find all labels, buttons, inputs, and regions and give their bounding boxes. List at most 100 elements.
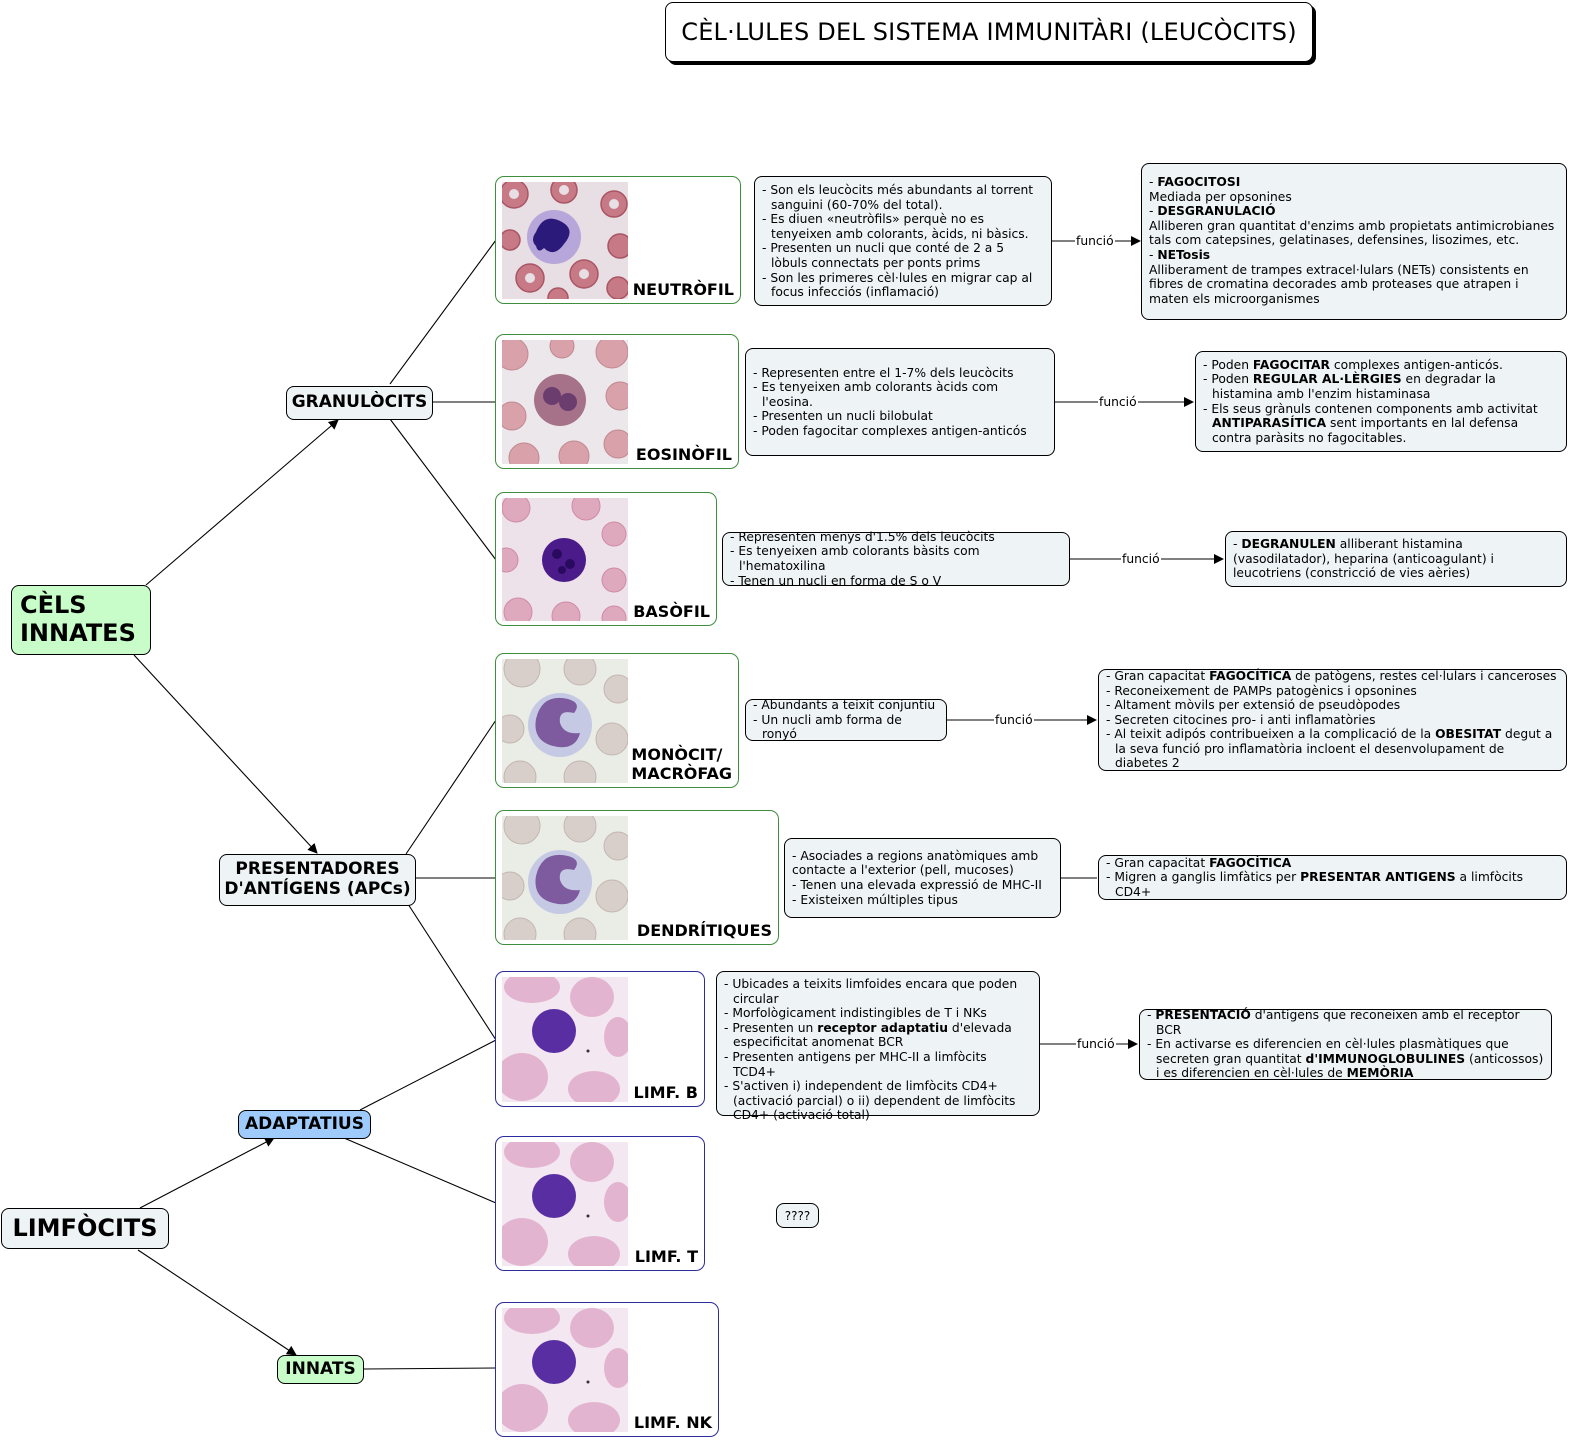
desc-line: - Existeixen múltiples tipus: [792, 892, 958, 907]
text-bold: PRESENTACIÓ: [1155, 1008, 1251, 1023]
desc-line: - Es tenyeixen amb colorants àcids com l…: [753, 380, 999, 409]
desc-line: - Presenten un receptor adaptatiu d'elev…: [724, 1021, 1032, 1050]
eosinophil-card[interactable]: EOSINÒFIL: [495, 334, 739, 469]
connector-label: funció: [1076, 1037, 1116, 1051]
text-bold: MEMÒRIA: [1346, 1066, 1414, 1081]
func-line: - Migren a ganglis limfàtics per PRESENT…: [1106, 870, 1559, 899]
func-line: - DESGRANULACIÓ: [1149, 204, 1276, 219]
neutrophil-image: [502, 182, 628, 299]
dendritic-image: [502, 816, 628, 940]
text-bold: FAGOCITOSI: [1157, 175, 1241, 189]
diagram-title: CÈL·LULES DEL SISTEMA IMMUNITÀRI (LEUCÒC…: [665, 2, 1313, 62]
desc-line: - S'activen i) independent de limfòcits …: [724, 1079, 1016, 1123]
edge-lymph-adaptive: [139, 1137, 275, 1209]
neutrophil-description: - Son els leucòcits més abundants al tor…: [754, 176, 1052, 306]
desc-line: - Morfològicament indistingibles de T i …: [724, 1006, 987, 1021]
monocyte-card[interactable]: MONÒCIT/ MACRÒFAG: [495, 653, 739, 788]
lymphocytes-root[interactable]: LIMFÒCITS: [1, 1208, 169, 1249]
innate-lymph-label: INNATS: [285, 1358, 356, 1379]
text: alliberant histamina (vasodilatador), he…: [1233, 537, 1494, 581]
neutrophil-card[interactable]: NEUTRÒFIL: [495, 176, 741, 304]
text: d'antigens que reconeixen amb el recepto…: [1156, 1008, 1520, 1037]
eosinophil-label: EOSINÒFIL: [635, 444, 732, 464]
nk-cell-image: [502, 1308, 628, 1432]
func-line: - Gran capacitat FAGOCÍTICA de patògens,…: [1106, 669, 1559, 684]
nk-cell-label: LIMF. NK: [633, 1412, 712, 1432]
text-bold: FAGOCÍTICA: [1209, 855, 1292, 870]
text: (anticossos) i es diferencien en cèl·lul…: [1156, 1051, 1544, 1081]
eosinophil-function: - Poden FAGOCITAR complexes antigen-anti…: [1195, 351, 1567, 452]
eosinophil-description: - Representen entre el 1-7% dels leucòci…: [745, 348, 1055, 456]
text: - Poden: [1203, 357, 1253, 372]
text: en degradar la histamina amb l'enzim his…: [1212, 372, 1496, 401]
lymphocytes-label: LIMFÒCITS: [12, 1213, 158, 1242]
desc-line: - Presenten un nucli bilobulat: [753, 409, 933, 424]
func-line: - PRESENTACIÓ d'antigens que reconeixen …: [1147, 1008, 1520, 1037]
func-line: - Al teixit adipós contribueixen a la co…: [1106, 727, 1559, 771]
text: - Gran capacitat: [1106, 855, 1210, 870]
desc-line: - Presenten antigens per MHC-II a limfòc…: [724, 1049, 987, 1079]
text-bold: receptor adaptatiu: [817, 1020, 948, 1035]
edge-lymph-innate: [137, 1249, 297, 1356]
desc-line: - Abundants a teixit conjuntiu: [753, 698, 936, 713]
basophil-description: - Representen menys d'1.5% dels leucòcit…: [722, 529, 1070, 588]
desc-line: - Representen menys d'1.5% dels leucòcit…: [730, 529, 995, 544]
text-bold: DESGRANULACIÓ: [1157, 204, 1276, 219]
edge-innate-apcs: [133, 654, 318, 854]
text: sent importants en lal defensa contra pa…: [1212, 416, 1519, 445]
basophil-image: [502, 498, 628, 621]
text: complexes antigen-anticós.: [1330, 357, 1503, 372]
innate-lymph-node[interactable]: INNATS: [277, 1355, 364, 1384]
adaptive-node[interactable]: ADAPTATIUS: [238, 1110, 371, 1139]
edge-apc-monocyte: [405, 719, 497, 855]
text-bold: FAGOCITAR: [1252, 357, 1330, 372]
func-line: - FAGOCITOSI: [1149, 175, 1241, 189]
text: de patògens, restes cel·lulars i cancero…: [1291, 668, 1557, 683]
text: a limfòcits CD4+: [1115, 870, 1524, 899]
text: - Poden: [1203, 372, 1253, 387]
neutrophil-label: NEUTRÒFIL: [632, 279, 734, 299]
apcs-node[interactable]: PRESENTADORES D'ANTÍGENS (APCs): [219, 854, 416, 906]
edge-innate-nk: [363, 1367, 497, 1370]
b-cell-function: - PRESENTACIÓ d'antigens que reconeixen …: [1139, 1008, 1552, 1081]
t-cell-note[interactable]: ????: [776, 1203, 819, 1228]
edge-innate-granulocytes: [145, 419, 339, 586]
func-line: - Els seus grànuls contenen components a…: [1203, 402, 1559, 446]
b-cell-image: [502, 977, 628, 1102]
text: degut a la seva funció pro inflamatòria …: [1115, 727, 1553, 771]
desc-line: - Ubicades a teixits limfoides encara qu…: [724, 977, 1018, 1006]
desc-line: - Poden fagocitar complexes antigen-anti…: [753, 423, 1027, 438]
desc-line: - Presenten un nucli que conté de 2 a 5 …: [762, 241, 1005, 270]
dendritic-card[interactable]: DENDRÍTIQUES: [495, 810, 779, 945]
connector-label: funció: [1098, 395, 1138, 409]
text: - En activarse es diferencien en cèl·lul…: [1147, 1037, 1509, 1066]
func-line: - Secreten citocines pro- i anti inflama…: [1106, 712, 1376, 727]
func-line: - Altament mòvils per extensió de pseudò…: [1106, 698, 1401, 713]
edge-adaptive-tcell: [343, 1137, 497, 1204]
text: - Migren a ganglis limfàtics per: [1106, 870, 1301, 885]
connector-label: funció: [994, 713, 1034, 727]
basophil-card[interactable]: BASÒFIL: [495, 492, 717, 626]
innate-cells-root[interactable]: CÈLS INNATES: [11, 585, 151, 655]
text: - Els seus grànuls contenen components a…: [1203, 401, 1538, 416]
t-cell-image: [502, 1142, 628, 1266]
func-line: - Reconeixement de PAMPs patogènics i op…: [1106, 683, 1417, 698]
desc-line: - Tenen un nucli en forma de S o V: [730, 573, 942, 588]
text: - Gran capacitat: [1106, 668, 1210, 683]
text-bold: OBESITAT: [1435, 727, 1502, 742]
nk-cell-card[interactable]: LIMF. NK: [495, 1302, 719, 1437]
func-line: - DEGRANULEN alliberant histamina (vasod…: [1233, 537, 1494, 581]
connector-label: funció: [1075, 234, 1115, 248]
func-line: - NETosis: [1149, 247, 1211, 262]
eosinophil-image: [502, 340, 628, 464]
granulocytes-node[interactable]: GRANULÒCITS: [286, 386, 433, 420]
func-line: Alliberament de trampes extracel·lulars …: [1149, 262, 1529, 306]
basophil-label: BASÒFIL: [633, 601, 710, 621]
monocyte-label-line2: MACRÒFAG: [631, 763, 732, 783]
t-cell-card[interactable]: LIMF. T: [495, 1136, 705, 1271]
func-line: - Poden FAGOCITAR complexes antigen-anti…: [1203, 358, 1559, 373]
text-bold: NETosis: [1157, 247, 1211, 262]
monocyte-description: - Abundants a teixit conjuntiu - Un nucl…: [745, 698, 947, 741]
b-cell-card[interactable]: LIMF. B: [495, 971, 705, 1107]
func-line: Mediada per opsonines: [1149, 189, 1292, 204]
